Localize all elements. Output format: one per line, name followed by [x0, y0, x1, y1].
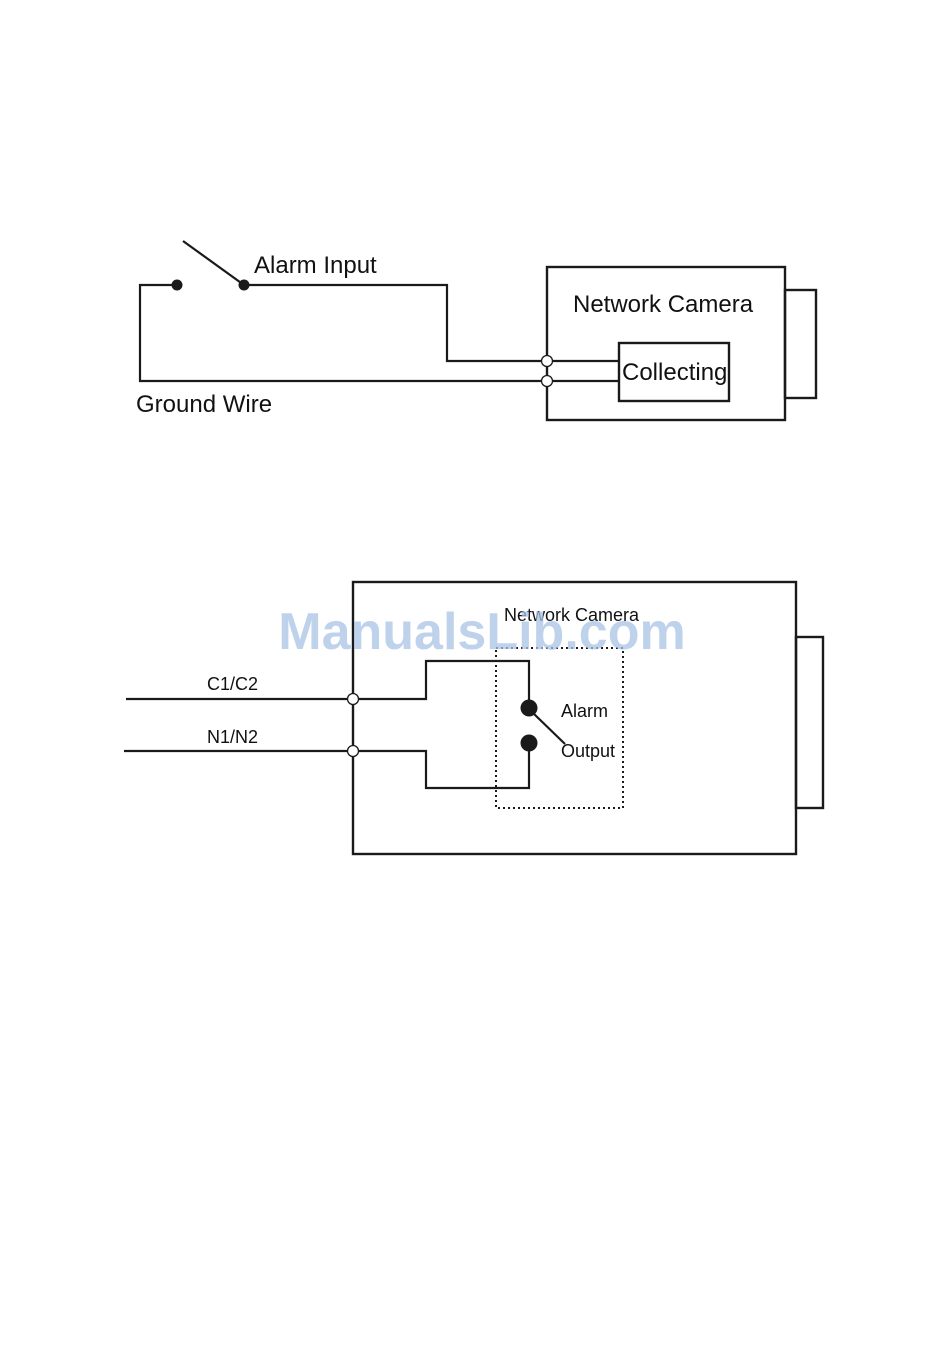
terminal-ground [542, 376, 553, 387]
collecting-label: Collecting [622, 359, 727, 386]
network-camera-label: Network Camera [573, 291, 754, 318]
terminal-alarm-in [542, 356, 553, 367]
switch-contact-right [239, 280, 250, 291]
ground-wire-label: Ground Wire [136, 391, 272, 418]
alarm-input-wire [244, 285, 619, 361]
alarm-input-diagram: Alarm Input Ground Wire Network Camera C… [136, 241, 816, 420]
output-label: Output [561, 741, 615, 761]
camera-lens-2 [796, 637, 823, 808]
terminal-c1-c2 [348, 694, 359, 705]
c1-c2-wire [126, 661, 529, 708]
n1-n2-wire [124, 743, 529, 788]
alarm-label: Alarm [561, 701, 608, 721]
switch-contact-left [172, 280, 183, 291]
relay-contact-bottom [521, 735, 538, 752]
n1-n2-label: N1/N2 [207, 727, 258, 747]
alarm-output-region [496, 648, 623, 808]
switch-lever [183, 241, 244, 285]
watermark: ManualsLib.com [278, 603, 685, 661]
c1-c2-label: C1/C2 [207, 674, 258, 694]
terminal-n1-n2 [348, 746, 359, 757]
camera-lens [785, 290, 816, 398]
alarm-input-label: Alarm Input [254, 252, 377, 279]
